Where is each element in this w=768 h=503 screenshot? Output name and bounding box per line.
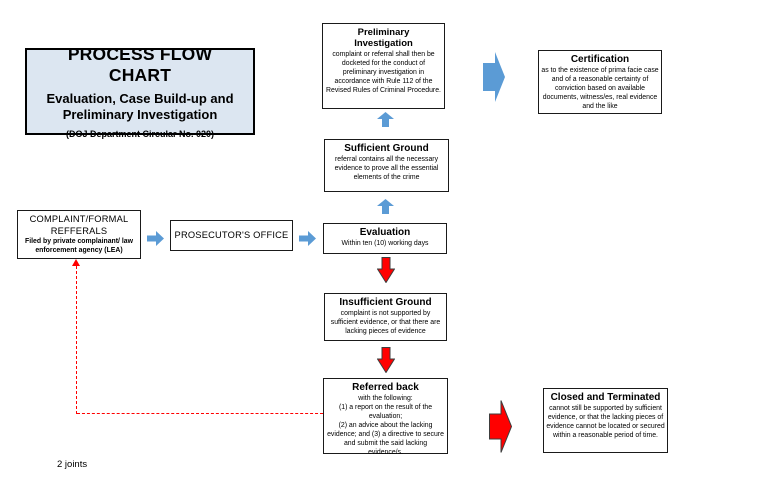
box-referred-back: Referred back with the following: (1) a … (323, 378, 448, 456)
dashed-connector-horizontal (77, 413, 323, 414)
box-body: referral contains all the necessary evid… (334, 156, 439, 181)
box-sufficient-ground: Sufficient Ground referral contains all … (324, 139, 449, 192)
box-insufficient-ground: Insufficient Ground complaint is not sup… (324, 293, 447, 341)
up-arrow-icon (377, 112, 394, 127)
box-closed-and-terminated: Closed and Terminated cannot still be su… (543, 388, 668, 453)
right-arrow-icon (147, 231, 164, 246)
right-arrow-icon (299, 231, 316, 246)
down-arrow-icon (377, 347, 395, 373)
dashed-arrowhead-icon (72, 259, 80, 266)
big-right-arrow-icon (489, 400, 512, 453)
box-body: cannot still be supported by sufficient … (546, 405, 665, 439)
chart-caption: (DOJ Department Circular No. 020) (65, 129, 215, 140)
box-body: Within ten (10) working days (341, 240, 429, 247)
box-complaint-formal-referrals: COMPLAINT/FORMAL REFFERALS Filed by priv… (17, 210, 141, 259)
box-body: Filed by private complainant/ law enforc… (25, 238, 133, 255)
footer-note: 2 joints (57, 459, 88, 470)
box-prosecutors-office: PROSECUTOR'S OFFICE (170, 220, 293, 251)
chart-title-box: PROCESS FLOW CHART Evaluation, Case Buil… (25, 44, 255, 139)
box-title: PROSECUTOR'S OFFICE (174, 230, 289, 241)
box-title: Evaluation (359, 227, 411, 238)
box-preliminary-investigation: Preliminary Investigation complaint or r… (322, 23, 445, 109)
box-body: complaint is not supported by sufficient… (330, 310, 441, 335)
box-title: Certification (570, 54, 630, 65)
chart-subtitle: Evaluation, Case Build-up and Preliminar… (46, 90, 234, 122)
box-body-line: (2) an advice about the lacking evidence… (327, 421, 444, 456)
up-arrow-icon (377, 199, 394, 214)
box-title: Preliminary Investigation (354, 27, 413, 50)
box-body: complaint or referral shall then be dock… (326, 50, 441, 94)
box-title: Closed and Terminated (550, 392, 661, 403)
box-title: Referred back (352, 382, 419, 393)
dashed-connector-vertical (76, 266, 77, 414)
box-body: as to the existence of prima facie case … (541, 67, 659, 110)
chart-title: PROCESS FLOW CHART (67, 43, 213, 85)
box-body-line: with the following: (358, 395, 413, 402)
box-title: COMPLAINT/FORMAL REFFERALS (29, 214, 129, 236)
box-certification: Certification as to the existence of pri… (538, 50, 662, 114)
down-arrow-icon (377, 257, 395, 283)
box-title: Insufficient Ground (339, 297, 432, 308)
box-body-line: (1) a report on the result of the evalua… (338, 403, 433, 420)
big-right-arrow-icon (483, 52, 505, 102)
box-evaluation: Evaluation Within ten (10) working days (323, 223, 447, 254)
box-title: Sufficient Ground (344, 143, 429, 154)
